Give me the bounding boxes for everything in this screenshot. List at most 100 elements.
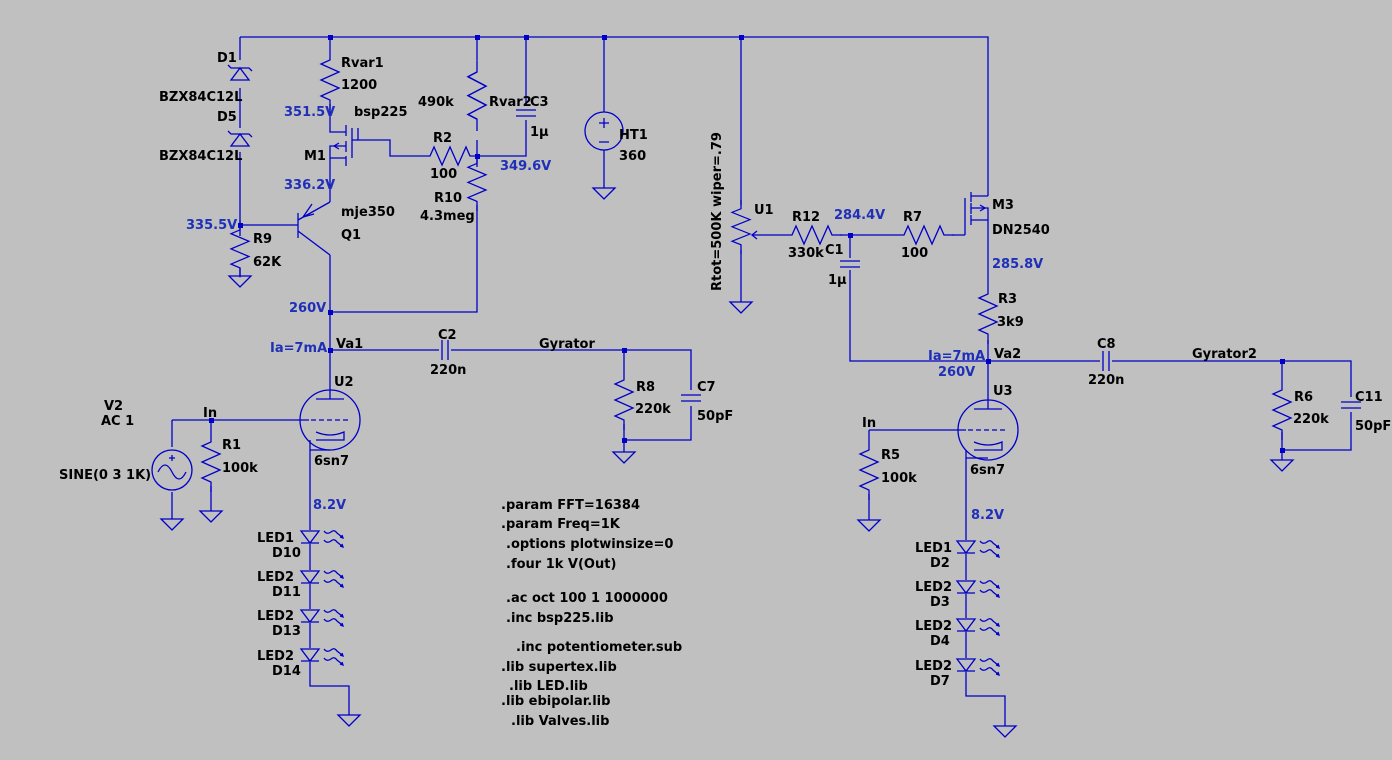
r12-ref: R12 <box>792 210 820 225</box>
ht1-source-symbol <box>584 111 624 151</box>
r8-symbol <box>614 369 634 431</box>
anode-current-right: Ia=7mA <box>928 349 985 364</box>
d2-ref: D2 <box>930 556 950 571</box>
r12-symbol <box>781 225 843 245</box>
ground-icon <box>592 183 616 200</box>
q1-ref: Q1 <box>341 228 361 243</box>
d5-value: BZX84C12L <box>159 149 242 164</box>
led-d10-symbol <box>300 530 344 548</box>
d13-ref: D13 <box>272 624 301 639</box>
ground-icon <box>199 506 223 523</box>
symbols <box>151 49 1362 738</box>
m1-ref: M1 <box>304 149 326 164</box>
wires <box>171 36 1352 722</box>
mosfet-m3-symbol <box>964 192 989 235</box>
r9-ref: R9 <box>253 232 272 247</box>
directive: .inc bsp225.lib <box>506 611 614 626</box>
net-labels: Va1 Gyrator In Va2 Gyrator2 In <box>203 337 1257 431</box>
ground-icon <box>993 721 1017 738</box>
u2-value: 6sn7 <box>314 454 349 469</box>
c11-value: 50pF <box>1355 419 1391 434</box>
mosfet-m1-symbol <box>329 122 358 168</box>
ground-icon <box>729 297 753 314</box>
r9-value: 62K <box>253 255 282 270</box>
u1-value: Rtot=500K wiper=.79 <box>710 132 725 291</box>
voltage-m1-src: 336.2V <box>284 178 335 193</box>
rvar2-symbol <box>467 59 487 132</box>
rvar1-value: 1200 <box>341 78 377 93</box>
junction-dots <box>209 35 1285 453</box>
c3-ref: C3 <box>530 95 549 110</box>
m1-value: bsp225 <box>354 105 408 120</box>
led-d13-symbol <box>300 609 344 627</box>
net-in-left: In <box>203 406 217 421</box>
voltage-wiper: 284.4V <box>834 208 885 223</box>
d14-ref: D14 <box>272 664 301 679</box>
led-d2-symbol <box>956 540 1000 558</box>
d4-ref: D4 <box>930 634 950 649</box>
u1-ref: U1 <box>754 203 774 218</box>
net-in-right: In <box>862 416 876 431</box>
directive: .options plotwinsize=0 <box>506 537 673 552</box>
transistor-q1-symbol <box>297 201 331 256</box>
c8-value: 220n <box>1088 373 1124 388</box>
r6-symbol <box>1272 379 1292 441</box>
c7-value: 50pF <box>697 409 733 424</box>
ground-icon <box>228 271 252 288</box>
voltage-q1-coll: 260V <box>289 301 326 316</box>
d11-value: LED2 <box>257 570 294 585</box>
v2-ac: AC 1 <box>101 414 134 429</box>
led-d14-symbol <box>300 648 344 666</box>
c1-value: 1µ <box>828 273 847 288</box>
c7-ref: C7 <box>697 380 716 395</box>
m3-ref: M3 <box>992 198 1014 213</box>
led-d11-symbol <box>300 570 344 588</box>
c11-ref: C11 <box>1355 390 1383 405</box>
r5-symbol <box>859 439 879 501</box>
led-d7-symbol <box>956 658 1000 676</box>
r5-value: 100k <box>881 471 917 486</box>
rvar1-ref: Rvar1 <box>341 56 384 71</box>
d1-value: BZX84C12L <box>159 90 242 105</box>
v2-value: SINE(0 3 1K) <box>59 468 151 483</box>
anode-current-left: Ia=7mA <box>270 341 327 356</box>
d1-ref: D1 <box>217 51 237 66</box>
spice-directives: .param FFT=16384 .param Freq=1K .options… <box>501 498 682 729</box>
d2-value: LED1 <box>915 541 952 556</box>
ground-icon <box>337 710 361 727</box>
zener-d1-symbol <box>227 64 253 81</box>
directive: .lib supertex.lib <box>501 660 617 675</box>
net-va1: Va1 <box>336 337 363 352</box>
ground-icon <box>160 514 184 531</box>
r8-value: 220k <box>635 402 671 417</box>
v2-sine-source-symbol <box>151 449 193 491</box>
r3-value: 3k9 <box>997 315 1024 330</box>
voltage-m1-top: 351.5V <box>284 105 335 120</box>
r3-ref: R3 <box>998 292 1017 307</box>
r2-ref: R2 <box>433 131 452 146</box>
c8-symbol <box>1102 350 1110 372</box>
voltage-q1-base: 335.5V <box>186 218 237 233</box>
voltage-annotations: 351.5V 336.2V 335.5V 349.6V 260V Ia=7mA … <box>186 105 1043 523</box>
ht1-ref: HT1 <box>619 128 648 143</box>
r3-symbol <box>978 283 998 345</box>
rvar1-symbol <box>320 49 340 111</box>
c1-symbol <box>839 260 861 268</box>
u3-value: 6sn7 <box>970 463 1005 478</box>
c2-symbol <box>441 339 449 361</box>
voltage-m3-src: 285.8V <box>992 257 1043 272</box>
directive: .lib ebipolar.lib <box>501 694 610 709</box>
r2-value: 100 <box>430 167 457 182</box>
d14-value: LED2 <box>257 649 294 664</box>
voltage-bias-right: 8.2V <box>971 508 1004 523</box>
potentiometer-u1-symbol <box>731 199 760 255</box>
led-d4-symbol <box>956 618 1000 636</box>
c3-symbol <box>515 109 537 117</box>
ht1-value: 360 <box>619 149 646 164</box>
c2-value: 220n <box>430 363 466 378</box>
triode-u3-symbol <box>957 399 1019 461</box>
voltage-rvar2-node: 349.6V <box>500 159 551 174</box>
ground-icon <box>1270 455 1294 472</box>
r8-ref: R8 <box>636 380 655 395</box>
directive: .lib LED.lib <box>509 679 588 694</box>
